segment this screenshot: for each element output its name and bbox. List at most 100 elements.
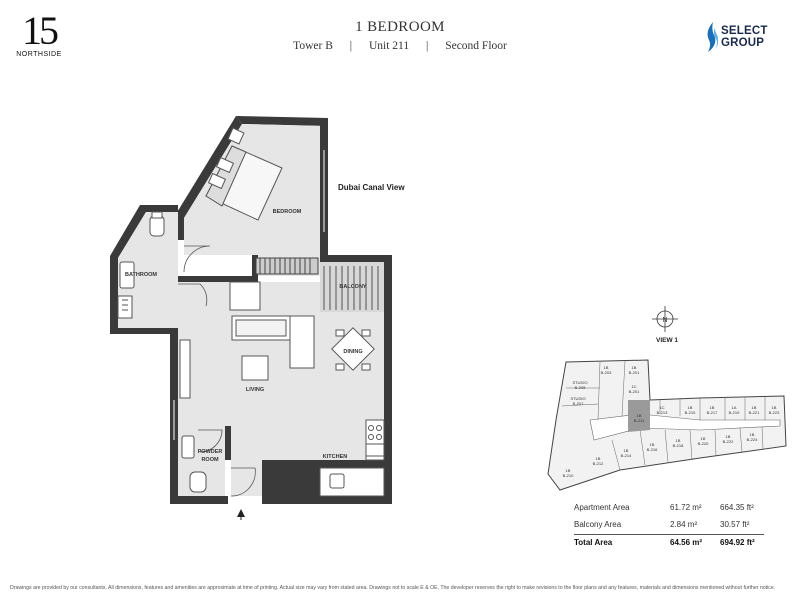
unit-label: Unit 211 xyxy=(368,40,410,52)
bed xyxy=(205,127,283,221)
svg-text:B-213: B-213 xyxy=(657,410,668,415)
svg-text:1B: 1B xyxy=(632,365,637,370)
svg-text:B-221: B-221 xyxy=(749,410,760,415)
kitchen-counter xyxy=(319,419,385,497)
svg-text:1B: 1B xyxy=(726,434,731,439)
svg-text:1B: 1B xyxy=(604,365,609,370)
area-sqm: 61.72 m² xyxy=(670,503,702,512)
svg-text:B-224: B-224 xyxy=(747,437,758,442)
bathroom-floor xyxy=(118,212,178,328)
balcony-hatch xyxy=(323,266,379,310)
svg-text:B-212: B-212 xyxy=(593,461,604,466)
coffee-table xyxy=(241,355,269,381)
developer-name-line1: SELECT xyxy=(721,25,768,37)
wardrobe xyxy=(229,281,261,311)
separator: | xyxy=(349,40,353,52)
powder-door xyxy=(198,429,223,453)
total-row: Total Area 64.56 m² 694.92 ft² xyxy=(574,534,764,552)
bathroom-door xyxy=(178,283,208,307)
compass-letter: N xyxy=(662,317,667,324)
bedroom-railing xyxy=(255,257,319,275)
dining-table xyxy=(331,327,375,371)
svg-text:1B: 1B xyxy=(637,413,642,418)
svg-text:1B: 1B xyxy=(596,456,601,461)
entry-arrow-icon xyxy=(237,509,245,517)
area-label: Apartment Area xyxy=(574,503,630,512)
room-label-powder-1: POWDER xyxy=(198,449,223,455)
doors xyxy=(178,245,256,497)
svg-text:STUDIO: STUDIO xyxy=(570,396,585,401)
total-sqft: 694.92 ft² xyxy=(720,538,755,547)
floor-label: Second Floor xyxy=(445,40,507,52)
svg-text:B-201: B-201 xyxy=(629,370,640,375)
developer-name-line2: GROUP xyxy=(721,37,765,49)
table-row: Apartment Area 61.72 m² 664.35 ft² xyxy=(574,500,764,517)
logo-number: 15 xyxy=(22,8,59,53)
area-label: Balcony Area xyxy=(574,520,622,529)
tower-label: Tower B xyxy=(293,40,333,52)
living-floor xyxy=(178,282,384,496)
svg-text:1B: 1B xyxy=(624,448,629,453)
svg-text:B-215: B-215 xyxy=(685,410,696,415)
highlighted-unit xyxy=(628,400,650,432)
room-label-dining: DINING xyxy=(343,349,362,355)
bathroom-fixtures xyxy=(117,211,165,319)
svg-text:B-205: B-205 xyxy=(575,385,586,390)
room-label-bathroom: BATHROOM xyxy=(125,272,157,278)
room-label-bedroom: BEDROOM xyxy=(273,209,302,215)
room-label-kitchen: KITCHEN xyxy=(323,454,347,460)
svg-text:B-214: B-214 xyxy=(621,453,632,458)
svg-text:B-217: B-217 xyxy=(707,410,718,415)
total-label: Total Area xyxy=(574,538,613,547)
compass-icon: N xyxy=(652,306,678,332)
svg-text:B-211: B-211 xyxy=(634,418,645,423)
area-sqft: 30.57 ft² xyxy=(720,520,750,529)
svg-text:1B: 1B xyxy=(750,432,755,437)
disclaimer-text: Drawings are provided by our consultants… xyxy=(10,585,776,591)
page-title: 1 BEDROOM xyxy=(355,19,445,35)
tv-unit xyxy=(179,339,191,399)
logo-text: NORTHSIDE xyxy=(16,51,62,58)
select-flame-icon xyxy=(707,22,718,52)
furniture xyxy=(117,127,385,497)
unit-subtitle: Tower B | Unit 211 | Second Floor xyxy=(0,40,800,52)
svg-text:1B: 1B xyxy=(752,405,757,410)
svg-text:1A: 1A xyxy=(732,405,737,410)
area-sqm: 2.84 m² xyxy=(670,520,698,529)
keyplan-view-label: VIEW 1 xyxy=(656,337,679,344)
building-outline xyxy=(547,359,787,491)
svg-text:B-201: B-201 xyxy=(629,389,640,394)
view-label: Dubai Canal View xyxy=(338,183,405,192)
svg-text:1B: 1B xyxy=(710,405,715,410)
room-label-living: LIVING xyxy=(246,387,264,393)
entry-door xyxy=(230,467,256,497)
svg-text:B-219: B-219 xyxy=(729,410,740,415)
separator: | xyxy=(426,40,429,52)
area-table: Apartment Area 61.72 m² 664.35 ft² Balco… xyxy=(574,500,764,552)
bedroom-door xyxy=(183,245,211,273)
svg-text:1B: 1B xyxy=(566,468,571,473)
svg-text:B-207: B-207 xyxy=(573,401,584,406)
table-row: Balcony Area 2.84 m² 30.57 ft² xyxy=(574,517,764,534)
svg-text:B-222: B-222 xyxy=(723,439,734,444)
svg-text:1B: 1B xyxy=(650,442,655,447)
powder-fixtures xyxy=(181,435,207,493)
svg-text:1C: 1C xyxy=(659,405,664,410)
room-label-powder-2: ROOM xyxy=(201,457,219,463)
svg-text:B-223: B-223 xyxy=(769,410,780,415)
windows xyxy=(173,150,325,440)
area-sqft: 664.35 ft² xyxy=(720,503,754,512)
northside-logo: 15 NORTHSIDE xyxy=(14,8,64,59)
svg-text:B-216: B-216 xyxy=(647,447,658,452)
room-label-balcony: BALCONY xyxy=(339,284,367,290)
svg-text:B-203: B-203 xyxy=(601,370,612,375)
svg-text:1B: 1B xyxy=(772,405,777,410)
select-group-logo: SELECT GROUP xyxy=(706,20,786,54)
total-sqm: 64.56 m² xyxy=(670,538,703,547)
sofa xyxy=(231,315,315,369)
svg-text:B-218: B-218 xyxy=(673,443,684,448)
svg-text:1C: 1C xyxy=(631,384,636,389)
